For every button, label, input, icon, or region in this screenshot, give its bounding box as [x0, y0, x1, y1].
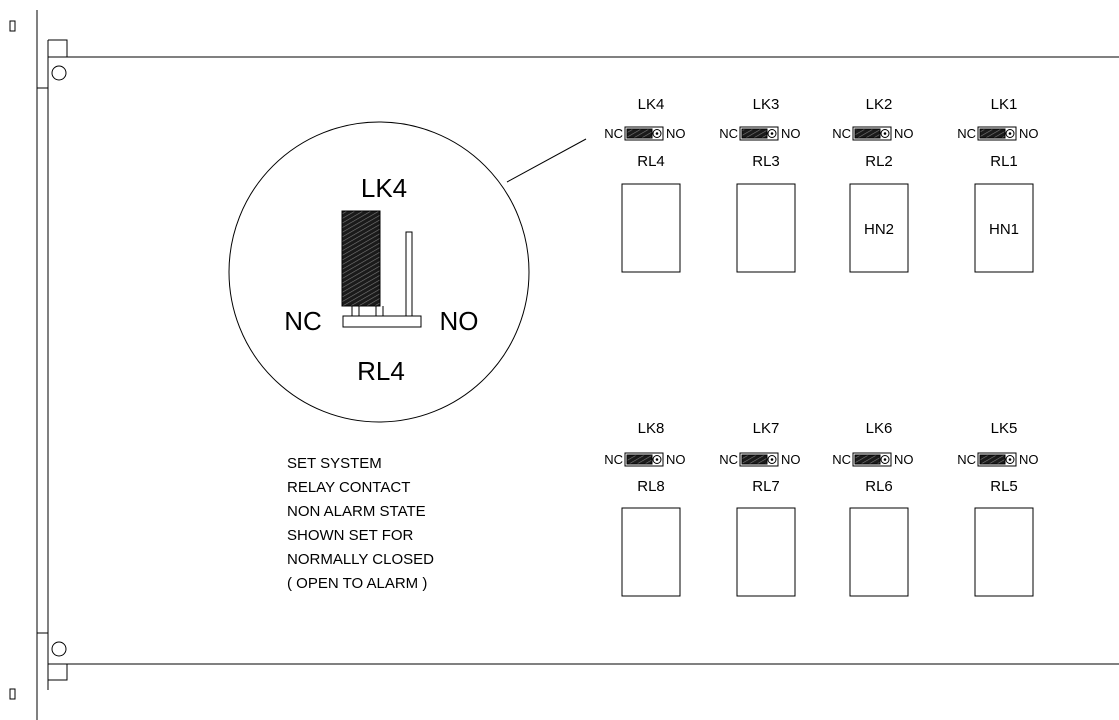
- relay-label: RL7: [752, 478, 780, 495]
- relay-part-label: HN2: [864, 221, 894, 238]
- relay-body: [621, 183, 681, 273]
- jumper-header: [624, 126, 664, 141]
- link-label: LK8: [638, 420, 665, 437]
- link-no-label: NO: [1019, 126, 1039, 141]
- link-no-label: NO: [781, 126, 801, 141]
- link-nc-label: NC: [832, 126, 851, 141]
- zoom-circle: [228, 121, 530, 423]
- link-label: LK2: [866, 96, 893, 113]
- setting-note: SET SYSTEM RELAY CONTACT NON ALARM STATE…: [287, 455, 434, 592]
- link-label: LK5: [991, 420, 1018, 437]
- jumper-header: [739, 452, 779, 467]
- zoom-link-label: LK4: [361, 173, 407, 203]
- relay-body: [736, 507, 796, 597]
- relay-body: [849, 507, 909, 597]
- relay-body: [849, 183, 909, 273]
- link-nc-label: NC: [832, 452, 851, 467]
- link-nc-label: NC: [604, 126, 623, 141]
- mounting-screw-top: [51, 65, 67, 81]
- zoom-relay-label: RL4: [357, 356, 405, 386]
- link-no-label: NO: [666, 126, 686, 141]
- jumper-link: [341, 210, 381, 307]
- relay-body: [621, 507, 681, 597]
- relay-label: RL3: [752, 153, 780, 170]
- link-nc-label: NC: [719, 452, 738, 467]
- note-line: RELAY CONTACT: [287, 479, 410, 496]
- link-label: LK6: [866, 420, 893, 437]
- zoom-callout: LK4 NC NO RL4: [228, 121, 587, 423]
- zoom-no-label: NO: [440, 306, 479, 336]
- relay-label: RL6: [865, 478, 893, 495]
- jumper-header: [852, 452, 892, 467]
- link-nc-label: NC: [604, 452, 623, 467]
- link-nc-label: NC: [957, 126, 976, 141]
- panel-tab-top: [9, 20, 16, 32]
- note-line: NORMALLY CLOSED: [287, 551, 434, 568]
- relay-body: [736, 183, 796, 273]
- jumper-header: [977, 452, 1017, 467]
- front-panel: [9, 10, 68, 720]
- relay-body: [974, 507, 1034, 597]
- note-line: SET SYSTEM: [287, 455, 382, 472]
- jumper-header: [977, 126, 1017, 141]
- relay-label: RL8: [637, 478, 665, 495]
- link-no-label: NO: [894, 126, 914, 141]
- relay-label: RL4: [637, 153, 665, 170]
- leader-line: [506, 138, 587, 183]
- link-label: LK4: [638, 96, 665, 113]
- relay-part-label: HN1: [989, 221, 1019, 238]
- link-label: LK3: [753, 96, 780, 113]
- header-base: [342, 315, 422, 328]
- relay-label: RL5: [990, 478, 1018, 495]
- link-label: LK7: [753, 420, 780, 437]
- link-no-label: NO: [781, 452, 801, 467]
- jumper-header: [852, 126, 892, 141]
- panel-tab-bottom: [9, 688, 16, 700]
- note-line: SHOWN SET FOR: [287, 527, 414, 544]
- header-pin-no: [405, 231, 413, 317]
- link-nc-label: NC: [719, 126, 738, 141]
- note-line: ( OPEN TO ALARM ): [287, 575, 427, 592]
- relay-label: RL1: [990, 153, 1018, 170]
- jumper-header: [739, 126, 779, 141]
- mounting-screw-bottom: [51, 641, 67, 657]
- link-label: LK1: [991, 96, 1018, 113]
- relay-body: [974, 183, 1034, 273]
- link-no-label: NO: [894, 452, 914, 467]
- jumper-header: [624, 452, 664, 467]
- link-nc-label: NC: [957, 452, 976, 467]
- relay-label: RL2: [865, 153, 893, 170]
- link-no-label: NO: [1019, 452, 1039, 467]
- note-line: NON ALARM STATE: [287, 503, 426, 520]
- zoom-nc-label: NC: [284, 306, 322, 336]
- link-no-label: NO: [666, 452, 686, 467]
- pcb-outline: [48, 56, 1119, 665]
